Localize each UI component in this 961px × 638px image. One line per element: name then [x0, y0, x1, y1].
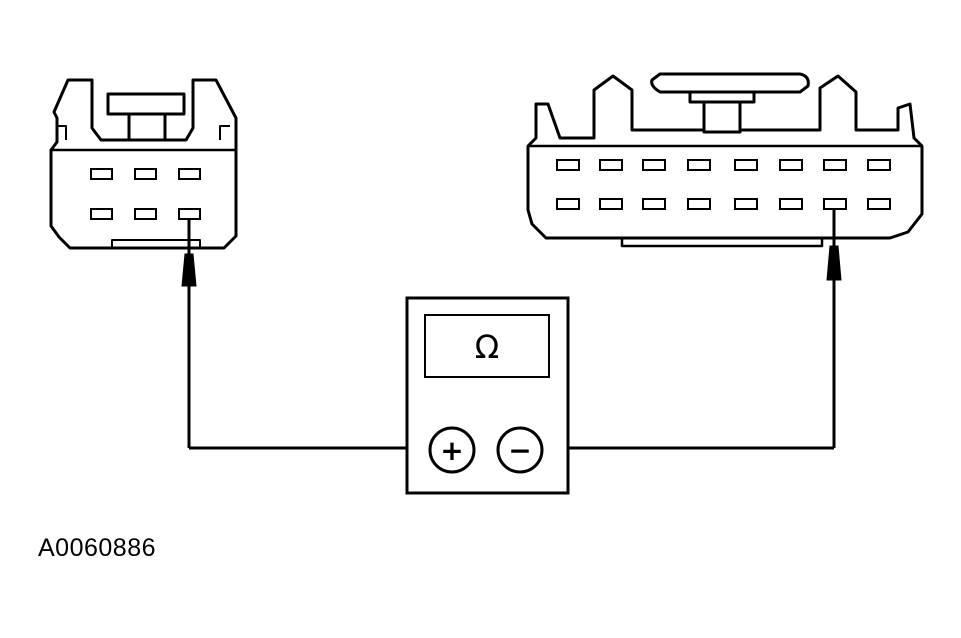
- pin: [642, 198, 666, 210]
- positive-test-lead: [187, 219, 430, 450]
- right-connector: [526, 72, 924, 248]
- pin: [556, 198, 580, 210]
- negative-probe-tip: [826, 245, 842, 281]
- pin: [779, 198, 803, 210]
- pin: [599, 198, 623, 210]
- pin: [867, 198, 891, 210]
- pin: [90, 168, 113, 180]
- pin: [867, 159, 891, 171]
- minus-icon: −: [508, 434, 531, 467]
- negative-terminal[interactable]: [496, 426, 544, 474]
- pin: [134, 168, 157, 180]
- meter-display: [424, 314, 550, 378]
- plus-icon: +: [440, 434, 463, 467]
- ohm-symbol: Ω: [475, 328, 499, 366]
- pin: [823, 198, 847, 210]
- pin: [599, 159, 623, 171]
- pin: [178, 168, 201, 180]
- pin: [642, 159, 666, 171]
- ohmmeter: Ω + −: [405, 296, 570, 495]
- left-connector: [49, 78, 238, 250]
- pin: [779, 159, 803, 171]
- pin: [734, 198, 758, 210]
- left-connector-pins: [90, 168, 201, 220]
- pin: [178, 208, 201, 220]
- positive-terminal[interactable]: [428, 426, 476, 474]
- right-connector-pins: [556, 159, 891, 210]
- pin: [556, 159, 580, 171]
- pin: [687, 159, 711, 171]
- figure-id: A0060886: [38, 534, 157, 562]
- pin: [734, 159, 758, 171]
- negative-test-lead: [543, 209, 836, 450]
- pin: [687, 198, 711, 210]
- pin: [823, 159, 847, 171]
- pin: [134, 208, 157, 220]
- positive-probe-tip: [181, 253, 197, 287]
- pin: [90, 208, 113, 220]
